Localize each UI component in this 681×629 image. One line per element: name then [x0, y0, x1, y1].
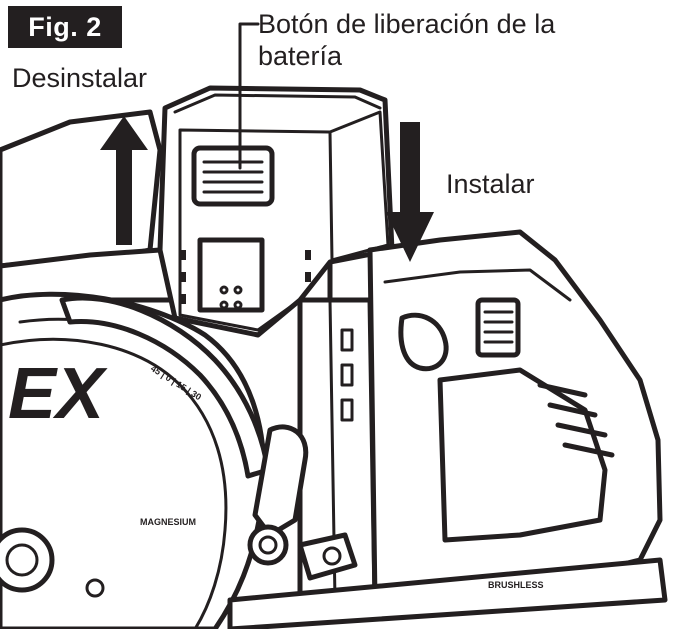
battery-side-face [328, 110, 390, 262]
release-button-callout: Botón de liberación de la batería [258, 8, 555, 72]
battery-release-button[interactable] [191, 145, 275, 207]
battery-vent-2 [180, 272, 186, 282]
arrow-up-icon [100, 116, 148, 245]
figure-label: Fig. 2 [8, 6, 122, 48]
release-button-callout-line-1: Botón de liberación de la [258, 9, 556, 39]
column-slot-2 [340, 363, 354, 387]
release-button-leader [238, 22, 260, 170]
release-button-callout-line-2: batería [258, 41, 343, 71]
grip-rib-3 [555, 422, 608, 438]
remove-callout: Desinstalar [12, 63, 148, 93]
trigger[interactable] [398, 312, 449, 372]
lever-knob-center [258, 535, 278, 555]
arrow-down-icon [386, 122, 434, 262]
link-arm-pivot [322, 546, 342, 566]
depth-lever[interactable] [252, 424, 309, 538]
terminal-dot-1 [219, 285, 229, 295]
grip-rib-2 [547, 402, 598, 418]
base-plate [227, 557, 668, 629]
battery-vent-1 [180, 250, 186, 260]
handle-top-contour [383, 268, 572, 302]
arbor-hub-inner [5, 543, 39, 577]
terminal-dot-2 [233, 285, 243, 295]
column-slot-3 [340, 398, 354, 422]
battery-vent-3 [180, 294, 186, 304]
battery-vent-4 [305, 250, 311, 260]
brand-lettering: EX [8, 354, 108, 434]
blade-guard-inner [0, 337, 228, 629]
guard-screw [85, 578, 105, 598]
battery-terminal-plate [197, 237, 265, 313]
handle-grip-opening [437, 367, 608, 543]
terminal-dot-3 [219, 300, 229, 310]
grip-rib-4 [562, 442, 615, 458]
column-slot-1 [340, 328, 354, 352]
motor-label: BRUSHLESS [488, 580, 544, 590]
battery-vent-5 [305, 272, 311, 282]
lock-off-button[interactable] [475, 297, 521, 358]
grip-rib-1 [537, 382, 588, 398]
install-callout: Instalar [446, 169, 535, 199]
terminal-dot-4 [233, 300, 243, 310]
battery-top-ridge [173, 93, 382, 114]
material-label: MAGNESIUM [140, 517, 196, 527]
